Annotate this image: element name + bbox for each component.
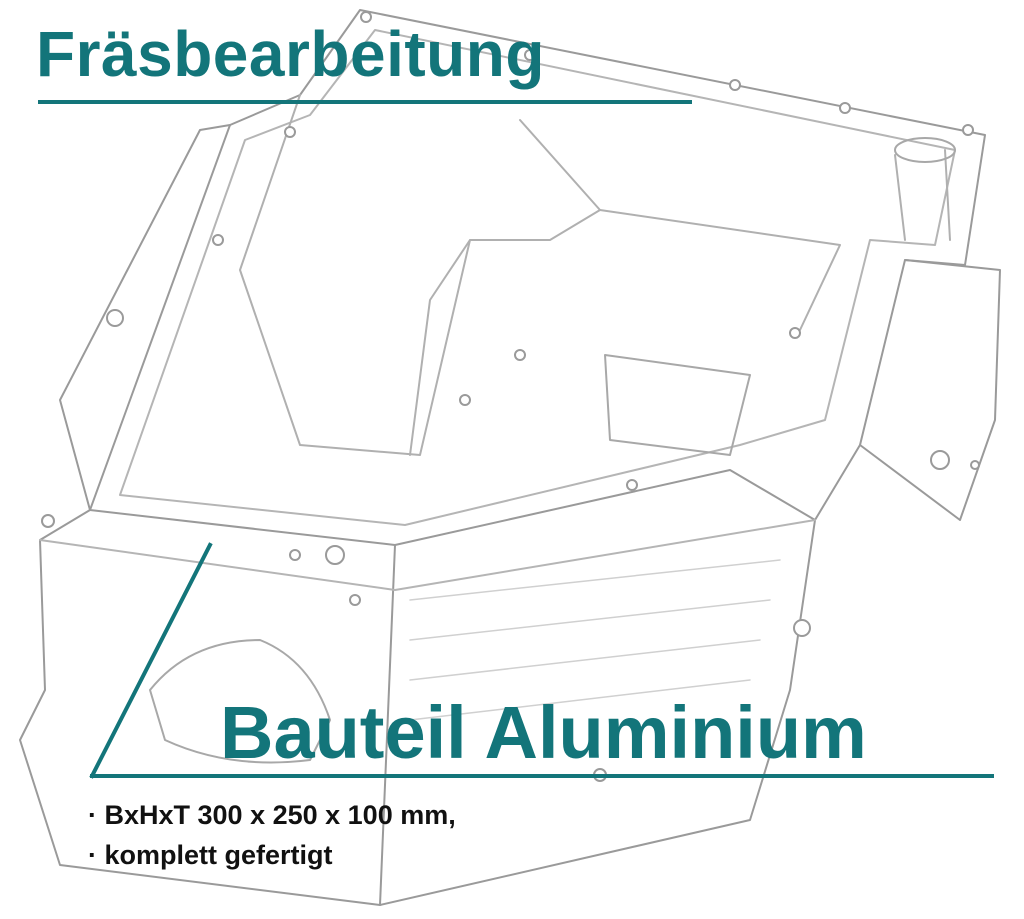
housing-inner-pocket (119, 29, 956, 526)
spec-list: BxHxT 300 x 250 x 100 mm, komplett gefer… (88, 795, 456, 875)
leader-line (89, 542, 213, 779)
housing-front-wall (19, 509, 816, 906)
headline-title: Fräsbearbeitung (36, 18, 545, 90)
spec-completion: komplett gefertigt (88, 835, 456, 875)
housing-left-flange (59, 124, 231, 511)
front-bore (149, 639, 331, 764)
window-cutout (604, 354, 751, 456)
subject-title: Bauteil Aluminium (220, 691, 867, 774)
housing-right-flange (859, 259, 1001, 521)
spec-dimensions: BxHxT 300 x 250 x 100 mm, (88, 795, 456, 835)
housing-top-rim (89, 9, 986, 546)
